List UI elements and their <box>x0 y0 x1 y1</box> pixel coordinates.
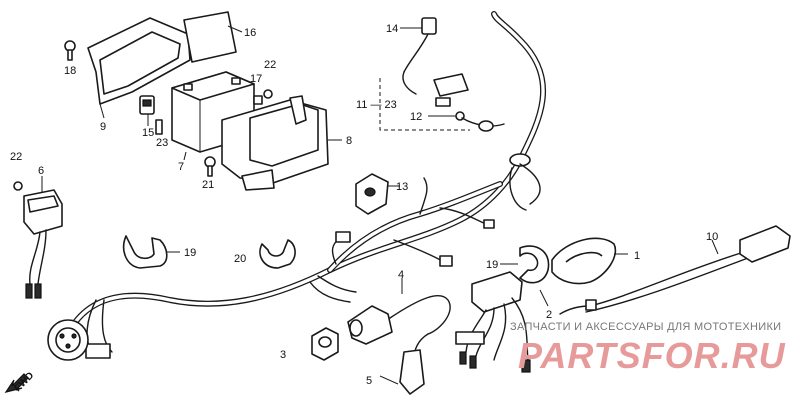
callout-2: 2 <box>546 309 552 321</box>
fuse-23 <box>155 119 163 135</box>
ignition-switch <box>47 319 89 361</box>
callout-4: 4 <box>398 269 404 281</box>
spark-plug-cap <box>379 333 429 395</box>
callout-12: 12 <box>410 111 422 123</box>
callout-labels: 1 2 3 4 5 6 7 8 9 10 11 — 23 12 13 14 15… <box>10 23 718 387</box>
cap-nut-3 <box>311 327 339 361</box>
callout-9: 9 <box>100 121 106 133</box>
callout-10: 10 <box>706 231 718 243</box>
fwd-label: FWD <box>12 370 36 394</box>
callout-21: 21 <box>202 179 214 191</box>
callout-23: 23 <box>156 137 168 149</box>
bolt-18 <box>64 40 76 61</box>
callout-19-right: 19 <box>486 259 498 271</box>
bolt-21 <box>204 156 216 177</box>
battery-insulator-sheet <box>183 11 243 63</box>
callout-11-23: 11 — 23 <box>356 99 397 111</box>
callout-7: 7 <box>178 161 184 173</box>
ignition-coil <box>347 278 451 345</box>
callout-19-left: 19 <box>184 247 196 259</box>
watermark: ЗАПЧАСТИ И АКСЕССУАРЫ ДЛЯ МОТОТЕХНИКИ PA… <box>510 321 786 376</box>
callout-22-left: 22 <box>10 151 22 163</box>
regulator-rectifier <box>13 176 63 299</box>
battery-box <box>221 95 342 191</box>
callout-8: 8 <box>346 135 352 147</box>
harness-clamp-19-left <box>122 235 180 269</box>
callout-13: 13 <box>396 181 408 193</box>
callout-15: 15 <box>142 127 154 139</box>
sub-harness-10 <box>559 225 791 315</box>
watermark-tagline: ЗАПЧАСТИ И АКСЕССУАРЫ ДЛЯ МОТОТЕХНИКИ <box>510 321 781 333</box>
callout-6: 6 <box>38 165 44 177</box>
battery-case-cover <box>87 17 191 119</box>
band-20 <box>259 239 296 269</box>
callout-20: 20 <box>234 253 246 265</box>
callout-17: 17 <box>250 73 262 85</box>
callout-14: 14 <box>386 23 398 35</box>
callout-16: 16 <box>244 27 256 39</box>
callout-3: 3 <box>280 349 286 361</box>
fuse-holder-15 <box>139 95 155 126</box>
fuse-box-group <box>379 17 505 132</box>
cdi-unit <box>455 271 549 373</box>
terminal-17-22 <box>253 89 273 105</box>
callout-22-top: 22 <box>264 59 276 71</box>
callout-1: 1 <box>634 250 640 262</box>
rubber-mount-1 <box>551 237 628 285</box>
main-wire-harness <box>67 11 546 359</box>
callout-5: 5 <box>366 375 372 387</box>
watermark-brand: PARTSFOR.RU <box>518 335 786 376</box>
harness-clamp-19-right <box>500 245 550 284</box>
forward-direction-indicator: FWD <box>4 370 36 394</box>
relay-holder-13 <box>355 173 400 215</box>
callout-18: 18 <box>64 65 76 77</box>
